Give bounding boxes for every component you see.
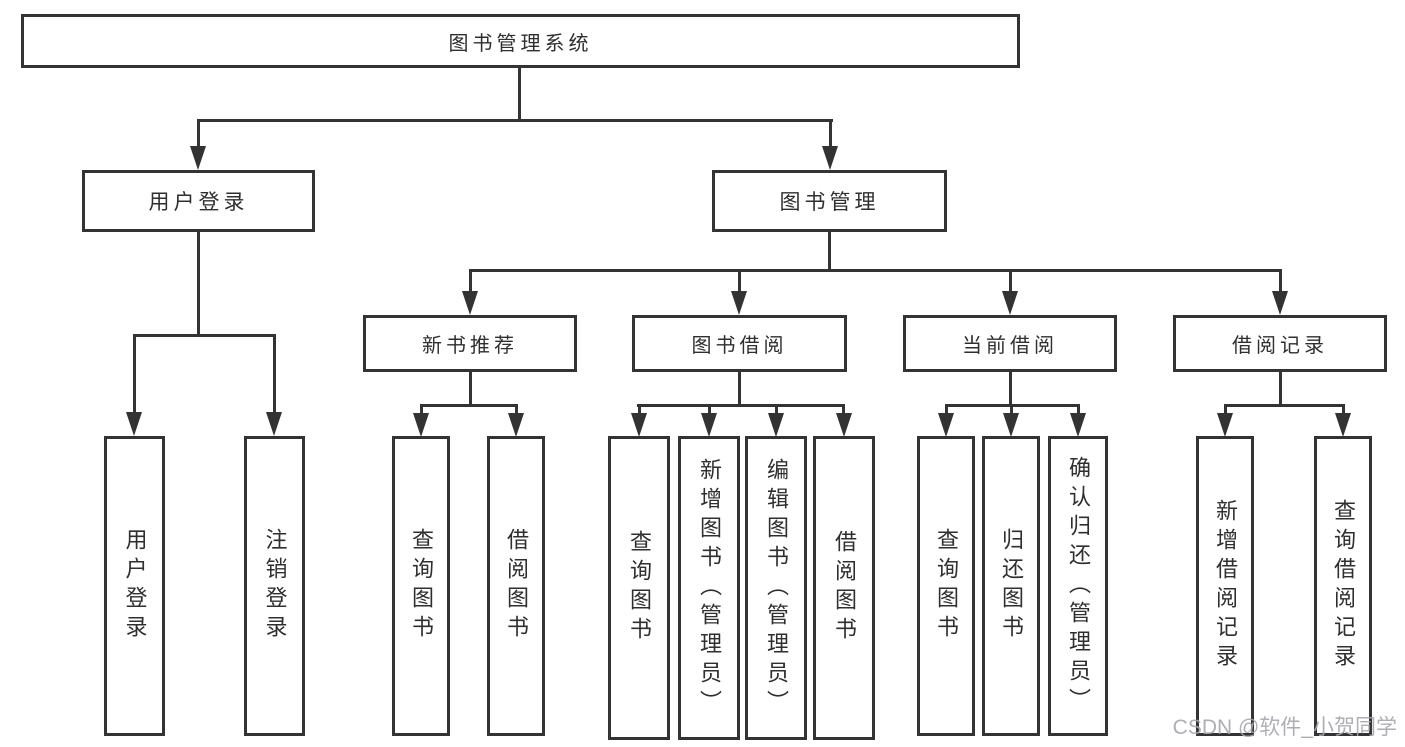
connector-line [637, 404, 845, 407]
arrow-down-icon [938, 413, 954, 437]
connector-line [945, 404, 948, 415]
arrow-down-icon [462, 291, 478, 315]
arrow-down-icon [190, 146, 206, 170]
arrow-down-icon [822, 146, 838, 170]
connector-line [273, 334, 276, 414]
node-root: 图书管理系统 [21, 14, 1020, 68]
connector-line [518, 68, 521, 121]
leaf-add-borrow-record: 新增借阅记录 [1196, 436, 1254, 736]
leaf-query-books-current: 查询图书 [917, 436, 975, 736]
connector-line [1009, 269, 1012, 293]
connector-line [469, 269, 472, 293]
node-book-management: 图书管理 [712, 170, 947, 232]
connector-line [1077, 404, 1080, 415]
leaf-logout-login: 注销登录 [244, 436, 305, 736]
leaf-edit-books-admin: 编辑图书（管理员） [745, 436, 807, 740]
connector-line [1009, 372, 1012, 407]
arrow-down-icon [508, 413, 524, 437]
leaf-add-books-admin: 新增图书（管理员） [678, 436, 740, 740]
connector-line [133, 334, 136, 414]
connector-line [842, 404, 845, 415]
connector-line [829, 119, 832, 148]
connector-line [708, 404, 711, 415]
node-borrow-records: 借阅记录 [1173, 315, 1387, 372]
connector-line [1279, 269, 1282, 293]
leaf-query-books-borrow: 查询图书 [608, 436, 670, 740]
connector-line [515, 404, 518, 415]
node-current-borrow: 当前借阅 [903, 315, 1117, 372]
watermark: CSDN @软件_小贺同学 [1172, 716, 1397, 739]
connector-line [638, 404, 641, 415]
connector-line [133, 334, 276, 337]
arrow-down-icon [266, 412, 282, 436]
arrow-down-icon [1217, 413, 1233, 437]
arrow-down-icon [413, 413, 429, 437]
node-book-borrow: 图书借阅 [632, 315, 847, 372]
arrow-down-icon [631, 413, 647, 437]
leaf-return-books: 归还图书 [982, 436, 1040, 736]
arrow-down-icon [126, 412, 142, 436]
leaf-borrow-books-newbook: 借阅图书 [487, 436, 545, 736]
arrow-down-icon [768, 413, 784, 437]
arrow-down-icon [1272, 291, 1288, 315]
connector-line [197, 119, 833, 122]
node-user-login: 用户登录 [82, 170, 315, 232]
leaf-borrow-books-borrow: 借阅图书 [813, 436, 875, 740]
node-new-book-recommend: 新书推荐 [363, 315, 577, 372]
connector-line [1224, 404, 1345, 407]
connector-line [420, 404, 518, 407]
leaf-user-login: 用户登录 [104, 436, 165, 736]
arrow-down-icon [1070, 413, 1086, 437]
connector-line [1010, 404, 1013, 415]
connector-line [469, 372, 472, 407]
connector-line [775, 404, 778, 415]
arrow-down-icon [701, 413, 717, 437]
connector-line [1224, 404, 1227, 415]
leaf-confirm-return-admin: 确认归还（管理员） [1048, 436, 1108, 736]
leaf-query-books-newbook: 查询图书 [392, 436, 450, 736]
connector-line [1342, 404, 1345, 415]
arrow-down-icon [1002, 291, 1018, 315]
arrow-down-icon [1335, 413, 1351, 437]
connector-line [738, 372, 741, 407]
connector-line [469, 269, 1282, 272]
connector-line [197, 232, 200, 336]
connector-line [828, 232, 831, 271]
leaf-query-borrow-record: 查询借阅记录 [1314, 436, 1372, 736]
arrow-down-icon [1003, 413, 1019, 437]
connector-line [420, 404, 423, 415]
connector-line [197, 119, 200, 148]
arrow-down-icon [731, 291, 747, 315]
connector-line [1279, 372, 1282, 407]
connector-line [738, 269, 741, 293]
arrow-down-icon [836, 413, 852, 437]
